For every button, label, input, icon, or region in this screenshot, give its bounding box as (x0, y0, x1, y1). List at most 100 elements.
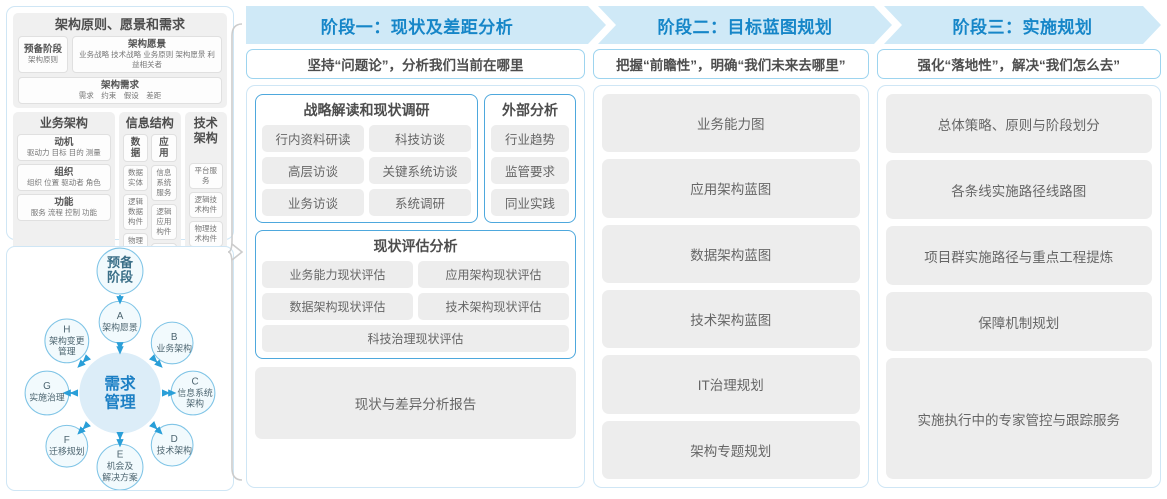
preliminary-box: 预备阶段 架构原则 (18, 36, 68, 73)
svg-text:阶段: 阶段 (107, 269, 134, 284)
stage-2-banner: 把握“前瞻性”，明确“我们未来去哪里” (592, 49, 869, 79)
svg-text:解决方案: 解决方案 (102, 472, 138, 483)
stage-1-body: 战略解读和现状调研 行内资料研读 科技访谈 高层访谈 关键系统访谈 业务访谈 系… (246, 85, 585, 488)
svg-text:技术架构: 技术架构 (157, 444, 193, 455)
svg-text:C: C (192, 377, 199, 388)
svg-text:D: D (171, 434, 178, 445)
stage-2-body: 业务能力图 应用架构蓝图 数据架构蓝图 技术架构蓝图 IT治理规划 架构专题规划 (592, 85, 869, 488)
strategy-survey-box: 战略解读和现状调研 行内资料研读 科技访谈 高层访谈 关键系统访谈 业务访谈 系… (255, 94, 478, 223)
stage-2-header[interactable]: 阶段二：目标蓝图规划 (598, 6, 892, 44)
stage-3-banner: 强化“落地性”，解决“我们怎么去” (876, 49, 1161, 79)
vision-name: 架构愿景 (127, 39, 166, 50)
chip-item[interactable]: 技术架构蓝图 (601, 289, 860, 349)
assessment-items: 业务能力现状评估 应用架构现状评估 数据架构现状评估 技术架构现状评估 (262, 261, 569, 320)
chip-item[interactable]: 应用架构蓝图 (601, 159, 860, 218)
svg-text:机会及: 机会及 (107, 460, 134, 471)
chip-item[interactable]: 架构专题规划 (601, 420, 860, 479)
left-column: 架构原则、愿景和需求 预备阶段 架构原则 架构愿景 业务战略 技术战略 业务原则… (6, 6, 234, 493)
vision-box: 架构愿景 业务战略 技术战略 业务原则 架构愿景 利益相关者 (72, 36, 222, 73)
strategy-survey-title: 战略解读和现状调研 (303, 102, 430, 118)
svg-text:架构变更: 架构变更 (49, 335, 85, 346)
chip-item[interactable]: 各条线实施路径线路图 (885, 160, 1152, 220)
requirements-sub: 需求 约束 假设 差距 (78, 91, 162, 100)
svg-text:业务架构: 业务架构 (157, 342, 193, 353)
chip-item[interactable]: 保障机制规划 (885, 292, 1152, 352)
chip-item[interactable]: 项目群实施路径与重点工程提炼 (885, 226, 1152, 286)
strategy-survey-items: 行内资料研读 科技访谈 高层访谈 关键系统访谈 业务访谈 系统调研 (262, 125, 471, 216)
external-analysis-title: 外部分析 (501, 102, 558, 118)
chip-item[interactable]: 数据架构蓝图 (601, 224, 860, 283)
external-analysis-items: 行业趋势 监管要求 同业实践 (490, 125, 569, 216)
svg-text:需求: 需求 (104, 374, 136, 393)
stage-headers-row: 阶段一：现状及差距分析 阶段二：目标蓝图规划 阶段三：实施规划 (246, 6, 1161, 44)
chip-item[interactable]: 科技访谈 (368, 125, 471, 152)
assessment-full-item[interactable]: 科技治理现状评估 (262, 325, 569, 352)
chip-item[interactable]: 系统调研 (368, 189, 471, 216)
preliminary-name: 预备阶段 (23, 44, 62, 55)
stages-area: 阶段一：现状及差距分析 阶段二：目标蓝图规划 阶段三：实施规划 坚持“问题论”，… (246, 6, 1161, 493)
vision-sub: 业务战略 技术战略 业务原则 架构愿景 利益相关者 (79, 50, 215, 69)
chip-item[interactable]: IT治理规划 (601, 355, 860, 414)
chip-item[interactable]: 同业实践 (490, 189, 569, 216)
chip-item[interactable]: 高层访谈 (262, 157, 364, 184)
svg-text:E: E (117, 450, 124, 461)
information-structure-head: 信息结构 (125, 116, 174, 130)
framework-top-group: 架构原则、愿景和需求 预备阶段 架构原则 架构愿景 业务战略 技术战略 业务原则… (13, 13, 227, 108)
chip-item[interactable]: 数据架构现状评估 (262, 293, 413, 320)
chip-item[interactable]: 总体策略、原则与阶段划分 (885, 94, 1152, 154)
svg-text:G: G (43, 381, 51, 392)
svg-text:迁移规划: 迁移规划 (49, 446, 85, 457)
stage-2-items: 业务能力图 应用架构蓝图 数据架构蓝图 技术架构蓝图 IT治理规划 架构专题规划 (601, 94, 860, 479)
stage-1-header-label: 阶段一：现状及差距分析 (320, 17, 514, 37)
chip-item[interactable]: 行业趋势 (490, 125, 569, 152)
requirements-name: 架构需求 (100, 80, 139, 91)
function-box: 功能 服务 流程 控制 功能 (17, 194, 111, 221)
stage-3-body: 总体策略、原则与阶段划分 各条线实施路径线路图 项目群实施路径与重点工程提炼 保… (876, 85, 1161, 488)
stage-1-column: 坚持“问题论”，分析我们当前在哪里 战略解读和现状调研 行内资料研读 科技访谈 … (246, 49, 585, 488)
current-state-assessment-box: 现状评估分析 业务能力现状评估 应用架构现状评估 数据架构现状评估 技术架构现状… (255, 230, 576, 359)
architecture-domains-row: 业务架构 动机 驱动力 目标 目的 测量 组织 组织 位置 驱动者 角色 功能 … (13, 112, 227, 283)
svg-text:B: B (171, 332, 178, 343)
motivation-box: 动机 驱动力 目标 目的 测量 (17, 134, 111, 161)
chip-item[interactable]: 业务能力现状评估 (262, 261, 413, 288)
chip-item[interactable]: 技术架构现状评估 (417, 293, 569, 320)
stage-3-header-label: 阶段三：实施规划 (952, 17, 1093, 37)
framework-title: 架构原则、愿景和需求 (54, 17, 185, 32)
togaf-content-framework-card: 架构原则、愿景和需求 预备阶段 架构原则 架构愿景 业务战略 技术战略 业务原则… (6, 6, 234, 333)
stage-1-top-row: 战略解读和现状调研 行内资料研读 科技访谈 高层访谈 关键系统访谈 业务访谈 系… (255, 94, 576, 223)
preliminary-vision-row: 预备阶段 架构原则 架构愿景 业务战略 技术战略 业务原则 架构愿景 利益相关者 (18, 36, 222, 73)
svg-text:信息系统: 信息系统 (177, 387, 213, 398)
requirements-box: 架构需求 需求 约束 假设 差距 (18, 77, 222, 104)
svg-text:架构: 架构 (186, 398, 204, 409)
adm-cycle-card: 预备 阶段 A 架构愿景 B 业务架构 C 信息系统 架构 D 技术架构 E 机… (6, 246, 234, 491)
chip-item[interactable]: 实施执行中的专家管控与跟踪服务 (885, 358, 1152, 480)
chip-item[interactable]: 监管要求 (490, 157, 569, 184)
svg-text:A: A (117, 311, 124, 322)
adm-cycle-diagram: 预备 阶段 A 架构愿景 B 业务架构 C 信息系统 架构 D 技术架构 E 机… (24, 247, 216, 490)
svg-text:管理: 管理 (58, 345, 76, 356)
stage-1-banner: 坚持“问题论”，分析我们当前在哪里 (246, 49, 585, 79)
stage-columns: 坚持“问题论”，分析我们当前在哪里 战略解读和现状调研 行内资料研读 科技访谈 … (246, 49, 1161, 488)
stage-2-column: 把握“前瞻性”，明确“我们未来去哪里” 业务能力图 应用架构蓝图 数据架构蓝图 … (592, 49, 869, 488)
svg-text:H: H (63, 325, 70, 336)
chip-item[interactable]: 业务访谈 (262, 189, 364, 216)
chip-item[interactable]: 业务能力图 (601, 94, 860, 153)
business-architecture-head: 业务架构 (39, 116, 88, 130)
svg-text:管理: 管理 (104, 393, 136, 412)
stage-1-report[interactable]: 现状与差异分析报告 (255, 367, 576, 439)
svg-text:F: F (64, 435, 70, 446)
technology-architecture-head: 技术架构 (193, 116, 218, 145)
external-analysis-box: 外部分析 行业趋势 监管要求 同业实践 (483, 94, 576, 223)
organization-box: 组织 组织 位置 驱动者 角色 (17, 164, 111, 191)
preliminary-sub: 架构原则 (28, 55, 58, 64)
stage-3-column: 强化“落地性”，解决“我们怎么去” 总体策略、原则与阶段划分 各条线实施路径线路… (876, 49, 1161, 488)
brace-connector (228, 23, 244, 481)
chip-item[interactable]: 行内资料研读 (262, 125, 364, 152)
chip-item[interactable]: 应用架构现状评估 (417, 261, 569, 288)
svg-text:实施治理: 实施治理 (29, 391, 65, 402)
chip-item[interactable]: 关键系统访谈 (368, 157, 471, 184)
stage-1-header[interactable]: 阶段一：现状及差距分析 (246, 6, 606, 44)
stage-3-header[interactable]: 阶段三：实施规划 (884, 6, 1161, 44)
stage-2-header-label: 阶段二：目标蓝图规划 (657, 17, 833, 37)
svg-text:预备: 预备 (107, 255, 134, 270)
